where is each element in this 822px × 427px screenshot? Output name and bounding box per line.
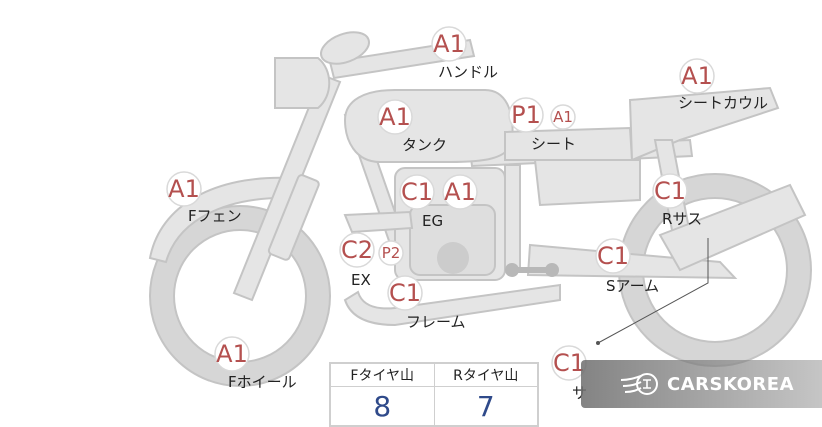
label-swing-arm: Sアーム <box>606 277 659 295</box>
svg-text:A1: A1 <box>553 108 573 126</box>
badge-seat-a1: A1 <box>550 104 576 130</box>
badge-handle-a1: A1 <box>431 26 467 62</box>
svg-text:C1: C1 <box>401 178 433 206</box>
rear-tire-header: Rタイヤ山 <box>433 362 539 387</box>
handle-grip-shape <box>320 31 370 65</box>
svg-text:C1: C1 <box>389 279 421 307</box>
badge-partial-c1: C1 <box>551 345 587 381</box>
part-r-suspension: C1 Rサス <box>652 173 702 228</box>
part-seat-cowl: A1 シートカウル <box>678 58 768 112</box>
exhaust-shape <box>343 210 414 234</box>
svg-text:C1: C1 <box>553 349 585 377</box>
part-seat: P1 A1 シート <box>508 97 576 153</box>
carskorea-logo-icon <box>620 373 658 395</box>
label-r-suspension: Rサス <box>662 210 702 228</box>
part-exhaust: C2 P2 EX <box>339 232 404 289</box>
label-handle: ハンドル <box>438 63 498 81</box>
svg-text:C1: C1 <box>654 177 686 205</box>
label-f-wheel: Fホイール <box>228 373 297 391</box>
svg-text:A1: A1 <box>433 30 465 58</box>
engine-cover-shape <box>437 242 469 274</box>
part-handle: A1 ハンドル <box>431 26 498 81</box>
svg-text:P2: P2 <box>382 244 401 262</box>
carskorea-watermark: CARSKOREA <box>581 360 822 408</box>
badge-engine-c1: C1 <box>399 174 435 210</box>
svg-text:A1: A1 <box>379 103 411 131</box>
label-seat: シート <box>531 135 576 153</box>
svg-text:C2: C2 <box>341 236 373 264</box>
svg-text:A1: A1 <box>216 340 248 368</box>
label-seat-cowl: シートカウル <box>678 94 768 112</box>
part-f-wheel: A1 Fホイール <box>214 336 297 391</box>
label-exhaust: EX <box>351 271 371 289</box>
label-engine: EG <box>422 212 443 230</box>
badge-swing-arm-c1: C1 <box>595 238 631 274</box>
fork-tube-shape <box>267 174 320 261</box>
rear-fender-shape <box>533 159 641 207</box>
svg-text:P1: P1 <box>511 101 541 129</box>
svg-text:A1: A1 <box>168 175 200 203</box>
part-partial: C1 サ <box>551 345 587 402</box>
headlight-shape <box>274 57 331 109</box>
frame-down-shape <box>504 164 521 271</box>
muffler-shape <box>658 183 807 272</box>
svg-text:A1: A1 <box>681 62 713 90</box>
badge-seat-cowl-a1: A1 <box>679 58 715 94</box>
badge-frame-c1: C1 <box>387 275 423 311</box>
badge-r-suspension-c1: C1 <box>652 173 688 209</box>
badge-engine-a1: A1 <box>442 174 478 210</box>
part-tank: A1 タンク <box>377 99 447 154</box>
svg-text:A1: A1 <box>444 178 476 206</box>
front-fork-shape <box>232 73 342 302</box>
label-tank: タンク <box>402 136 447 154</box>
badge-f-wheel-a1: A1 <box>214 336 250 372</box>
swing-arm-shape <box>526 243 738 280</box>
watermark-text: CARSKOREA <box>667 373 794 395</box>
frame-lower-shape <box>343 283 561 327</box>
part-swing-arm: C1 Sアーム <box>595 238 659 295</box>
badge-exhaust-p2: P2 <box>378 240 404 266</box>
front-tire-header: Fタイヤ山 <box>329 362 435 387</box>
tire-tread-table: Fタイヤ山 Rタイヤ山 8 7 <box>329 362 539 427</box>
badge-tank-a1: A1 <box>377 99 413 135</box>
label-f-fender: Fフェン <box>188 207 242 225</box>
part-f-fender: A1 Fフェン <box>166 171 242 225</box>
part-frame: C1 フレーム <box>387 275 466 331</box>
badge-exhaust-c2: C2 <box>339 232 375 268</box>
front-tire-value: 8 <box>329 386 435 427</box>
svg-text:C1: C1 <box>597 242 629 270</box>
badge-seat-p1: P1 <box>508 97 544 133</box>
label-frame: フレーム <box>406 313 466 331</box>
part-engine: C1 A1 EG <box>399 174 478 230</box>
rear-tire-value: 7 <box>433 386 539 427</box>
badge-f-fender-a1: A1 <box>166 171 202 207</box>
